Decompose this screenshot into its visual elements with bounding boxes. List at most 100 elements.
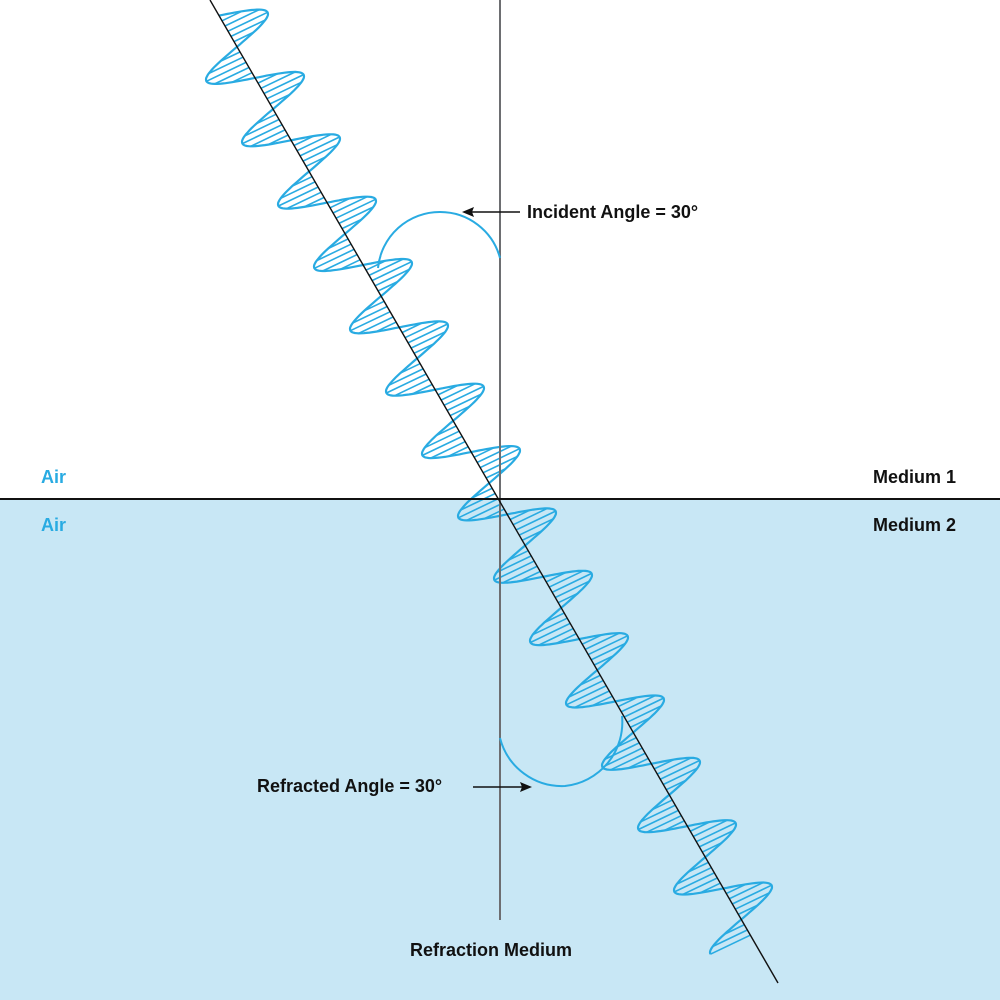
hatch-line [692, 819, 728, 838]
hatch-line [574, 690, 610, 709]
hatch-line [278, 186, 319, 207]
hatch-line [322, 253, 358, 272]
hatch-line [302, 143, 338, 162]
hatch-line [610, 752, 646, 771]
hatch-line [458, 498, 499, 519]
hatch-line [316, 243, 352, 262]
hatch-line [676, 867, 712, 885]
hatch-line [386, 373, 427, 394]
hatch-line [368, 258, 404, 277]
hatch-line [551, 572, 592, 594]
incident-arrow [462, 207, 520, 217]
hatch-line [335, 198, 376, 219]
hatch-line [460, 492, 496, 511]
hatch-line [518, 518, 554, 536]
hatch-line [263, 73, 304, 95]
medium-1-name-label: Air [41, 467, 67, 487]
hatch-line [242, 123, 283, 145]
hatch-line [626, 705, 662, 724]
hatch-line [446, 393, 482, 412]
medium-2-label: Medium 2 [873, 515, 957, 535]
wave-curve [204, 8, 774, 955]
hatch-line [662, 767, 698, 786]
arrowhead-right-icon [520, 782, 532, 792]
hatch-line [728, 881, 764, 900]
incident-angle-arc [377, 210, 501, 269]
hatch-line [424, 430, 460, 449]
medium-2-name-label: Air [41, 515, 67, 535]
hatch-line [620, 694, 656, 713]
hatch-line [548, 570, 584, 588]
hatch-line [422, 435, 463, 457]
hatch-line [296, 133, 332, 152]
hatch-line [358, 316, 394, 335]
hatch-line [710, 934, 751, 955]
hatch-line [646, 815, 682, 833]
hatch-line [698, 829, 734, 848]
hatch-line [656, 757, 692, 775]
hatch-line [244, 118, 280, 137]
hatch-line [566, 685, 607, 706]
hatch-line [404, 320, 440, 339]
ray-axis-line [209, 0, 779, 984]
hatch-line [502, 565, 538, 584]
hatch-line [266, 81, 302, 100]
hatch-line [496, 555, 532, 574]
hatch-line [214, 66, 250, 85]
hatch-line [352, 305, 388, 324]
hatch-line [206, 61, 247, 83]
hatch-line [587, 635, 628, 656]
hatch-line [338, 206, 374, 225]
refracted-angle-arc [499, 715, 624, 788]
hatch-line [538, 627, 574, 646]
hatch-line [568, 679, 604, 698]
hatch-line [280, 181, 316, 200]
hatch-line [640, 804, 676, 823]
arrowhead-left-icon [462, 207, 474, 217]
hatch-line [584, 632, 620, 651]
hatch-line [260, 71, 296, 90]
hatch-line [734, 892, 770, 911]
refracted-arrow [473, 782, 532, 792]
hatch-line [332, 195, 368, 214]
hatch-line [286, 191, 322, 210]
hatch-line [314, 248, 355, 270]
hatch-line [530, 622, 571, 644]
hatch-line [623, 697, 664, 718]
hatch-line [731, 884, 772, 905]
incident-angle-label: Incident Angle = 30° [527, 202, 699, 222]
hatch-line [602, 747, 643, 768]
normal-caption-label: Refraction Medium [410, 940, 573, 960]
hatch-line [374, 268, 410, 287]
hatch-line [466, 503, 502, 522]
hatch-line [695, 822, 736, 843]
hatch-line [440, 382, 476, 401]
hatch-line [532, 617, 568, 636]
hatch-line [712, 929, 748, 948]
hatch-line [590, 642, 626, 661]
hatch-line [604, 742, 640, 761]
hatch-line [230, 19, 266, 38]
hatch-line [394, 378, 430, 397]
hatch-line [512, 507, 548, 526]
hatch-line [638, 809, 679, 831]
hatch-line [443, 385, 484, 407]
hatch-line [430, 440, 466, 459]
hatch-line [515, 510, 556, 531]
hatch-line [250, 129, 286, 148]
hatch-line [224, 8, 260, 27]
hatch-line [659, 759, 700, 781]
hatch-line [299, 136, 340, 157]
hatch-line [407, 323, 448, 344]
hatch-line [476, 445, 512, 464]
hatch-line [208, 56, 244, 75]
hatch-line [227, 11, 268, 32]
hatch-line [350, 311, 391, 332]
hatch-line [410, 331, 446, 349]
hatch-line [371, 260, 412, 282]
hatch-line [388, 368, 424, 387]
hatch-line [554, 580, 590, 599]
hatch-line [674, 872, 715, 893]
medium-1-label: Medium 1 [873, 467, 957, 487]
